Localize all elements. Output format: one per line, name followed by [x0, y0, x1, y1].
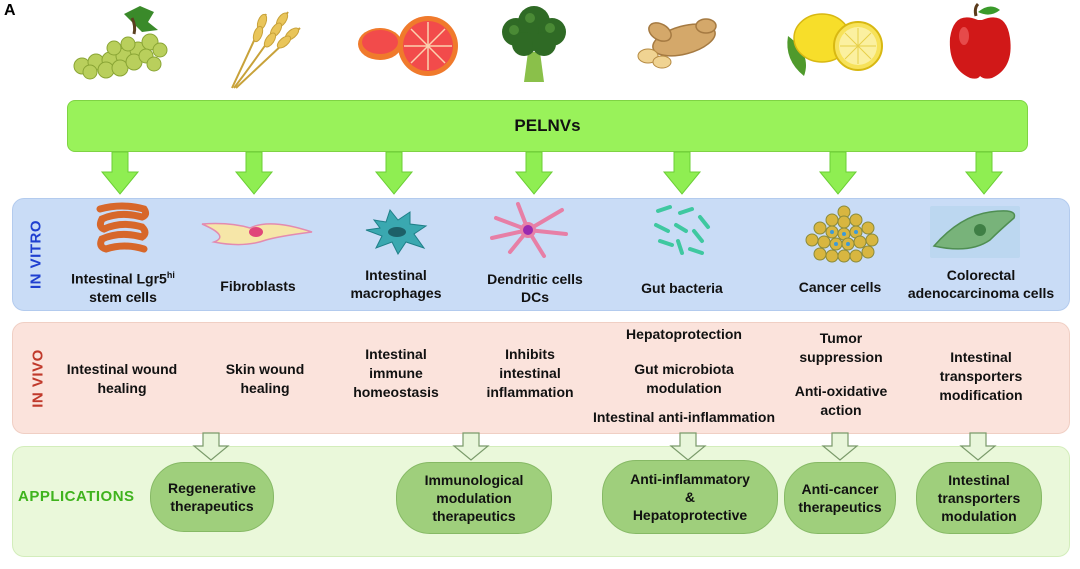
- applications-label: APPLICATIONS: [18, 488, 135, 505]
- arrow-down-icon: [374, 151, 414, 195]
- arrow-down-icon: [514, 151, 554, 195]
- bar-arrows: [100, 151, 1004, 195]
- arrow-down-outline-icon: [959, 432, 997, 461]
- arrow-down-outline-icon: [192, 432, 230, 461]
- colorectal-cell-icon: [930, 206, 1020, 258]
- lemon-icon: [787, 13, 883, 76]
- cancer-cells-icon: [805, 205, 879, 263]
- intestine-icon: [96, 202, 150, 253]
- arrow-down-icon: [234, 151, 274, 195]
- arrow-down-icon: [100, 151, 140, 195]
- arrow-down-icon: [662, 151, 702, 195]
- arrow-down-outline-icon: [669, 432, 707, 461]
- arrow-down-icon: [964, 151, 1004, 195]
- effect-intestinal-anti-inflammation: Intestinal anti-inflammation: [592, 409, 775, 425]
- cell-label-fibroblasts: Fibroblasts: [220, 278, 296, 294]
- cell-label-gut-bacteria: Gut bacteria: [641, 280, 723, 296]
- pelnvs-bar: PELNVs: [67, 100, 1028, 152]
- arrow-down-icon: [818, 151, 858, 195]
- arrow-down-outline-icon: [452, 432, 490, 461]
- bacteria-icon: [654, 205, 710, 255]
- broccoli-icon: [502, 6, 566, 82]
- effect-hepatoprotection: Hepatoprotection: [626, 326, 742, 342]
- panel-letter: A: [4, 2, 16, 19]
- cell-label-cancer-cells: Cancer cells: [798, 279, 882, 295]
- apple-icon: [949, 2, 1011, 79]
- in-vivo-band: [12, 322, 1070, 434]
- dendritic-cell-icon: [490, 202, 568, 258]
- grapes-icon: [73, 6, 168, 80]
- fibroblast-icon: [201, 222, 313, 246]
- ginger-icon: [637, 18, 717, 69]
- macrophage-icon: [365, 208, 428, 255]
- wheat-icon: [231, 11, 301, 89]
- arrow-down-outline-icon: [821, 432, 859, 461]
- cell-label-lgr5-stem-cells: Intestinal Lgr5hi stem cells: [71, 270, 175, 305]
- grapefruit-icon: [358, 16, 458, 76]
- app-anti-inflammatory-hepatoprotective: Anti-inflammatory&Hepatoprotective: [602, 460, 778, 534]
